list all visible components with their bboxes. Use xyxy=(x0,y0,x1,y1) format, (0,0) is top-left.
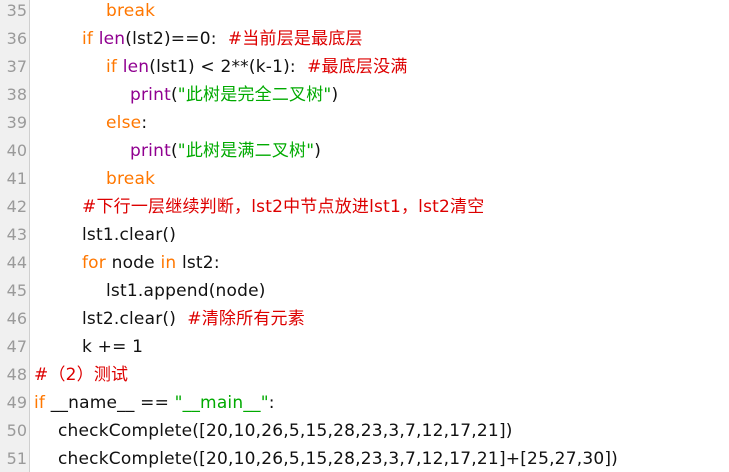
line-number: 45 xyxy=(6,281,27,300)
code-text[interactable]: break xyxy=(106,0,155,25)
line-number: 50 xyxy=(6,421,27,440)
line-number: 47 xyxy=(6,337,27,356)
code-token-pl: ) xyxy=(314,141,322,161)
code-token-pl: (lst1) < 2**(k-1): xyxy=(149,57,308,77)
code-token-pl: ( xyxy=(170,141,178,161)
code-token-kw: if xyxy=(34,393,51,413)
code-token-kw: else xyxy=(106,113,142,133)
code-line[interactable]: 39 else: xyxy=(0,109,729,137)
code-token-pl: node xyxy=(111,253,161,273)
code-token-kw: for xyxy=(82,253,112,273)
code-line[interactable]: 48 #（2）测试 xyxy=(0,361,729,389)
line-number: 39 xyxy=(6,113,27,132)
code-line[interactable]: 46 lst2.clear() #清除所有元素 xyxy=(0,305,729,333)
code-token-bi: print xyxy=(130,141,171,161)
code-line[interactable]: 41 break xyxy=(0,165,729,193)
line-number: 37 xyxy=(6,57,27,76)
line-number: 36 xyxy=(6,29,27,48)
code-token-st: "此树是满二叉树" xyxy=(177,141,315,161)
code-token-bi: len xyxy=(98,29,126,49)
code-token-cm: #当前层是最底层 xyxy=(227,29,363,49)
code-line[interactable]: 36 if len(lst2)==0: #当前层是最底层 xyxy=(0,25,729,53)
line-number: 49 xyxy=(6,393,27,412)
line-number: 44 xyxy=(6,253,27,272)
line-number-gutter xyxy=(0,0,30,472)
code-token-pl: ) xyxy=(331,85,339,105)
code-token-pl: lst2.clear() xyxy=(82,309,188,329)
code-line[interactable]: 45 lst1.append(node) xyxy=(0,277,729,305)
code-token-pl: ( xyxy=(170,85,178,105)
code-token-bi: len xyxy=(122,57,150,77)
code-token-pl: : xyxy=(268,393,275,413)
code-text[interactable]: if len(lst2)==0: #当前层是最底层 xyxy=(82,25,363,53)
line-number: 43 xyxy=(6,225,27,244)
code-token-pl: checkComplete([20,10,26,5,15,28,23,3,7,1… xyxy=(58,421,513,441)
code-text[interactable]: k += 1 xyxy=(82,333,143,361)
code-token-kw: in xyxy=(160,253,182,273)
code-text[interactable]: if len(lst1) < 2**(k-1): #最底层没满 xyxy=(106,53,408,81)
line-number: 35 xyxy=(6,1,27,20)
line-number: 46 xyxy=(6,309,27,328)
code-text[interactable]: lst2.clear() #清除所有元素 xyxy=(82,305,305,333)
code-token-pl: lst2: xyxy=(181,253,220,273)
code-token-kw: if xyxy=(82,29,99,49)
code-text[interactable]: checkComplete([20,10,26,5,15,28,23,3,7,1… xyxy=(58,417,513,445)
code-token-st: "此树是完全二叉树" xyxy=(177,85,332,105)
line-number: 42 xyxy=(6,197,27,216)
line-number: 38 xyxy=(6,85,27,104)
code-token-pl: checkComplete([20,10,26,5,15,28,23,3,7,1… xyxy=(58,449,619,469)
code-text[interactable]: lst1.append(node) xyxy=(106,277,266,305)
code-text[interactable]: else: xyxy=(106,109,147,137)
code-token-pl: lst1.clear() xyxy=(82,225,177,245)
code-text[interactable]: #下行一层继续判断，lst2中节点放进lst1，lst2清空 xyxy=(82,193,484,221)
code-line[interactable]: 37 if len(lst1) < 2**(k-1): #最底层没满 xyxy=(0,53,729,81)
code-text[interactable]: if __name__ == "__main__": xyxy=(34,389,275,417)
code-text[interactable]: print("此树是满二叉树") xyxy=(130,137,321,165)
code-token-pl: k += 1 xyxy=(82,337,144,357)
line-number: 41 xyxy=(6,169,27,188)
code-token-cm: #最底层没满 xyxy=(307,57,408,77)
code-line[interactable]: 47 k += 1 xyxy=(0,333,729,361)
code-line[interactable]: 35 break xyxy=(0,0,729,25)
code-text[interactable]: for node in lst2: xyxy=(82,249,220,277)
line-number: 40 xyxy=(6,141,27,160)
code-token-cm: #清除所有元素 xyxy=(187,309,305,329)
code-text[interactable]: break xyxy=(106,165,155,193)
code-token-pl: (lst2)==0: xyxy=(125,29,228,49)
code-line[interactable]: 38 print("此树是完全二叉树") xyxy=(0,81,729,109)
code-line[interactable]: 43 lst1.clear() xyxy=(0,221,729,249)
code-line[interactable]: 49 if __name__ == "__main__": xyxy=(0,389,729,417)
code-line[interactable]: 44 for node in lst2: xyxy=(0,249,729,277)
code-line[interactable]: 42 #下行一层继续判断，lst2中节点放进lst1，lst2清空 xyxy=(0,193,729,221)
code-line[interactable]: 40 print("此树是满二叉树") xyxy=(0,137,729,165)
code-token-pl: : xyxy=(141,113,148,133)
code-token-st: "__main__" xyxy=(174,393,269,413)
code-token-kw: if xyxy=(106,57,123,77)
code-token-cm: #下行一层继续判断，lst2中节点放进lst1，lst2清空 xyxy=(82,197,485,217)
code-text[interactable]: checkComplete([20,10,26,5,15,28,23,3,7,1… xyxy=(58,445,618,472)
code-text[interactable]: lst1.clear() xyxy=(82,221,176,249)
code-text[interactable]: print("此树是完全二叉树") xyxy=(130,81,338,109)
code-token-kw: break xyxy=(106,169,156,189)
code-token-bi: print xyxy=(130,85,171,105)
code-text[interactable]: #（2）测试 xyxy=(34,361,128,389)
code-token-kw: break xyxy=(106,1,156,21)
line-number: 51 xyxy=(6,449,27,468)
code-token-pl: __name__ == xyxy=(50,393,175,413)
code-line[interactable]: 50 checkComplete([20,10,26,5,15,28,23,3,7… xyxy=(0,417,729,445)
code-token-cm: #（2）测试 xyxy=(34,365,129,385)
line-number: 48 xyxy=(6,365,27,384)
code-token-pl: lst1.append(node) xyxy=(106,281,266,301)
code-line[interactable]: 51 checkComplete([20,10,26,5,15,28,23,3,7… xyxy=(0,445,729,472)
